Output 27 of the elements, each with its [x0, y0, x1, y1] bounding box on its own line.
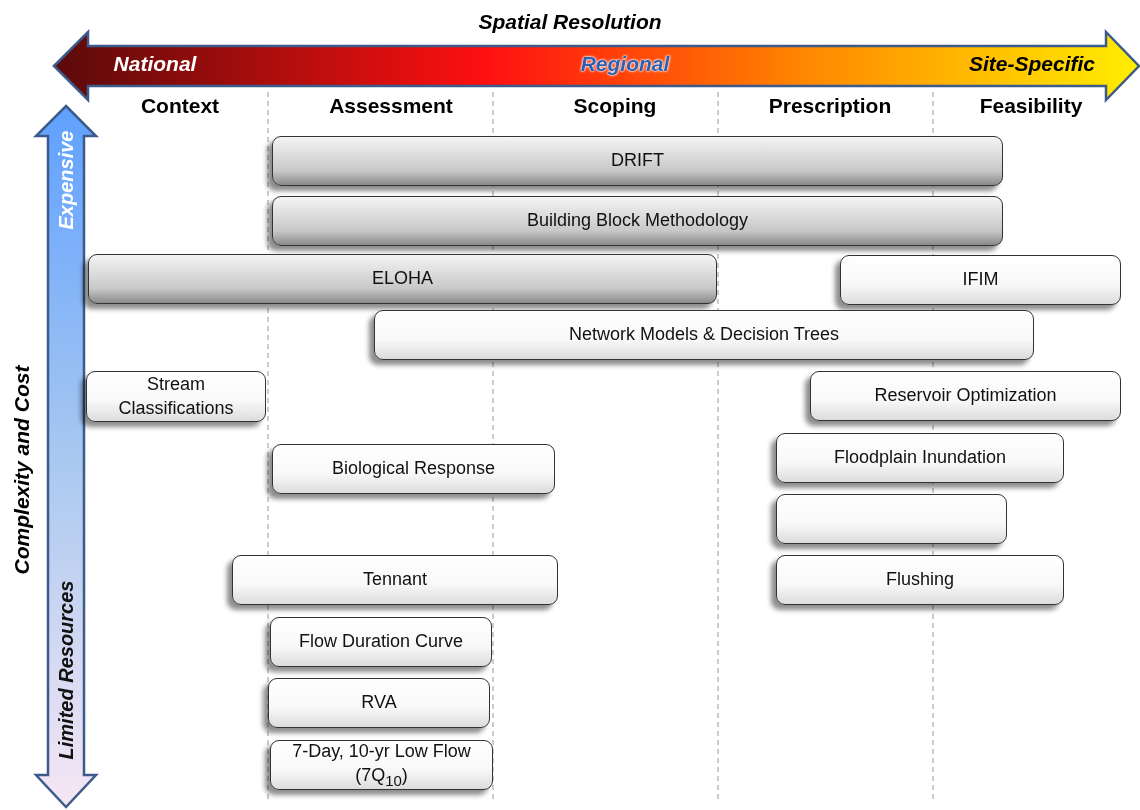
scale-label: Limited Resources: [54, 580, 78, 760]
method-bar: [776, 494, 1007, 544]
column-header: Prescription: [768, 94, 892, 118]
method-bar: RVA: [268, 678, 490, 728]
method-bar: Network Models & Decision Trees: [374, 310, 1034, 360]
scale-label: Expensive: [54, 130, 78, 230]
column-header: Scoping: [573, 94, 657, 118]
scale-label: Regional: [580, 52, 670, 76]
scale-label: Site-Specific: [969, 52, 1095, 76]
axis-title: Complexity and Cost: [10, 365, 34, 575]
method-bar: Building Block Methodology: [272, 196, 1003, 246]
method-bar: 7-Day, 10-yr Low Flow (7Q$_{10}$): [270, 740, 493, 790]
method-bar: Tennant: [232, 555, 558, 605]
method-bar: Flow Duration Curve: [270, 617, 492, 667]
method-bar: DRIFT: [272, 136, 1003, 186]
column-header: Assessment: [329, 94, 453, 118]
axis-title: Spatial Resolution: [477, 10, 663, 34]
scale-label: National: [113, 52, 197, 76]
method-bar: Stream Classifications: [86, 371, 266, 422]
method-bar: Biological Response: [272, 444, 555, 494]
method-bar: Reservoir Optimization: [810, 371, 1121, 421]
column-header: Feasibility: [979, 94, 1083, 118]
method-bar: Flushing: [776, 555, 1064, 605]
column-header: Context: [140, 94, 220, 118]
method-bar: IFIM: [840, 255, 1121, 305]
method-bar: Floodplain Inundation: [776, 433, 1064, 483]
method-bar: ELOHA: [88, 254, 717, 304]
